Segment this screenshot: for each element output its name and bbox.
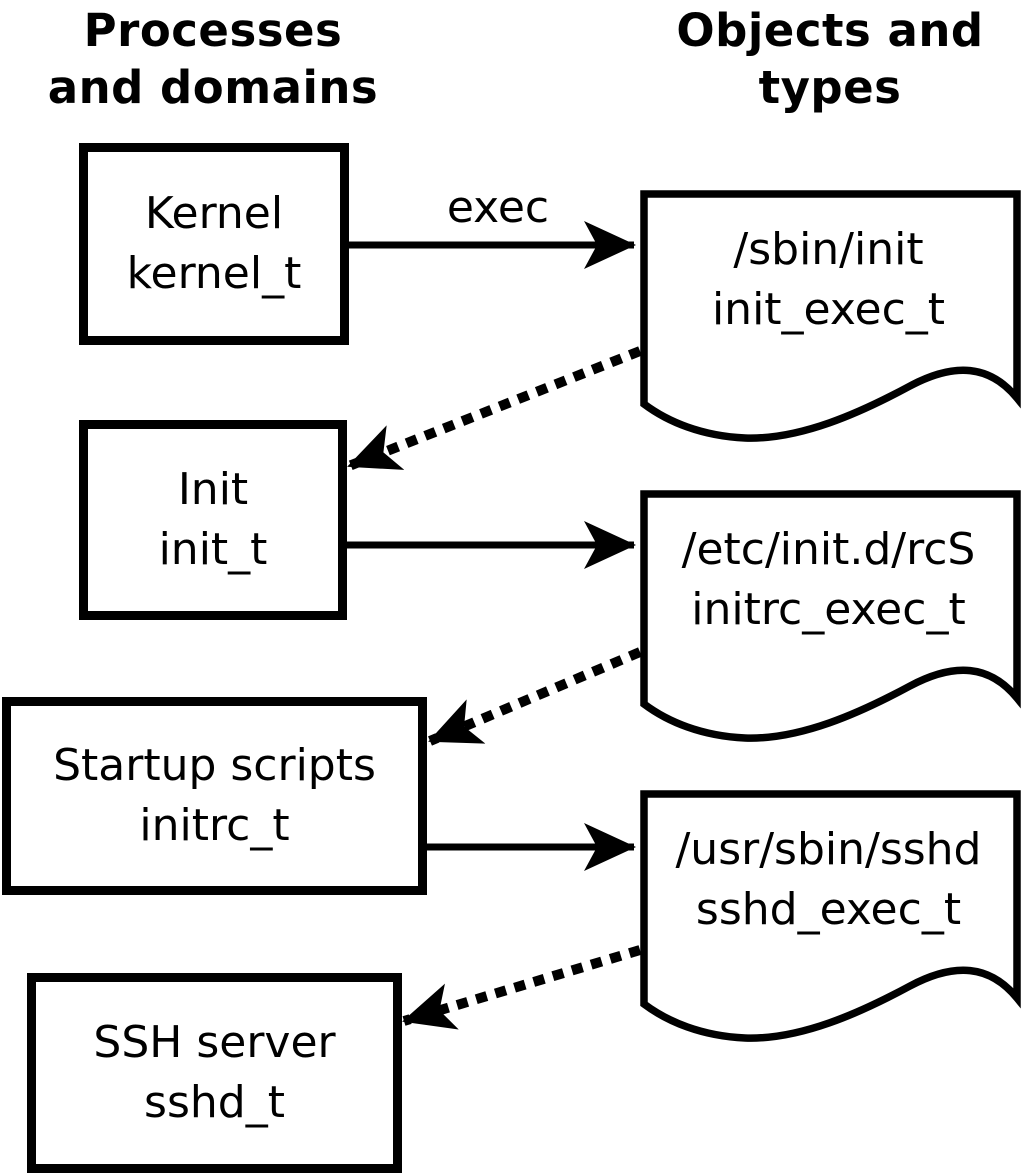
object-doc-usr-sbin-sshd: /usr/sbin/sshd sshd_exec_t <box>640 790 1021 1050</box>
heading-line: Processes <box>83 4 343 57</box>
object-doc-etc-initd-rcs: /etc/init.d/rcS initrc_exec_t <box>640 490 1021 750</box>
heading-line: types <box>758 61 902 114</box>
column-heading-processes: Processes and domains <box>18 2 408 116</box>
process-name: Kernel <box>144 188 284 239</box>
object-path: /usr/sbin/sshd <box>675 824 982 875</box>
document-shape <box>640 790 1021 1042</box>
transition-arrow-sshd-exec-to-sshd <box>402 945 642 1030</box>
process-box-ssh-server: SSH server sshd_t <box>27 973 402 1173</box>
process-domain-type: sshd_t <box>144 1077 285 1128</box>
object-type-label: sshd_exec_t <box>695 884 962 935</box>
process-name: Init <box>177 464 249 515</box>
process-box-init: Init init_t <box>79 420 347 620</box>
transition-arrow-rcs-to-initrc <box>428 647 642 746</box>
process-domain-type: kernel_t <box>126 248 302 299</box>
document-shape <box>640 490 1021 742</box>
process-box-kernel: Kernel kernel_t <box>79 143 349 345</box>
column-heading-objects: Objects and types <box>640 2 1020 116</box>
exec-arrow-label: exec <box>446 182 550 233</box>
heading-line: Objects and <box>676 4 984 57</box>
object-type-label: init_exec_t <box>711 284 946 335</box>
object-path: /etc/init.d/rcS <box>681 524 976 575</box>
object-type-label: initrc_exec_t <box>691 584 966 635</box>
process-name: Startup scripts <box>53 740 376 791</box>
process-domain-type: initrc_t <box>139 800 290 851</box>
heading-line: and domains <box>47 61 379 114</box>
document-shape <box>640 190 1021 442</box>
object-doc-sbin-init: /sbin/init init_exec_t <box>640 190 1021 450</box>
process-domain-type: init_t <box>158 524 268 575</box>
transition-arrow-sbin-init-to-init <box>347 346 642 471</box>
process-name: SSH server <box>93 1017 336 1068</box>
object-path: /sbin/init <box>733 224 924 275</box>
process-box-startup-scripts: Startup scripts initrc_t <box>2 697 427 895</box>
